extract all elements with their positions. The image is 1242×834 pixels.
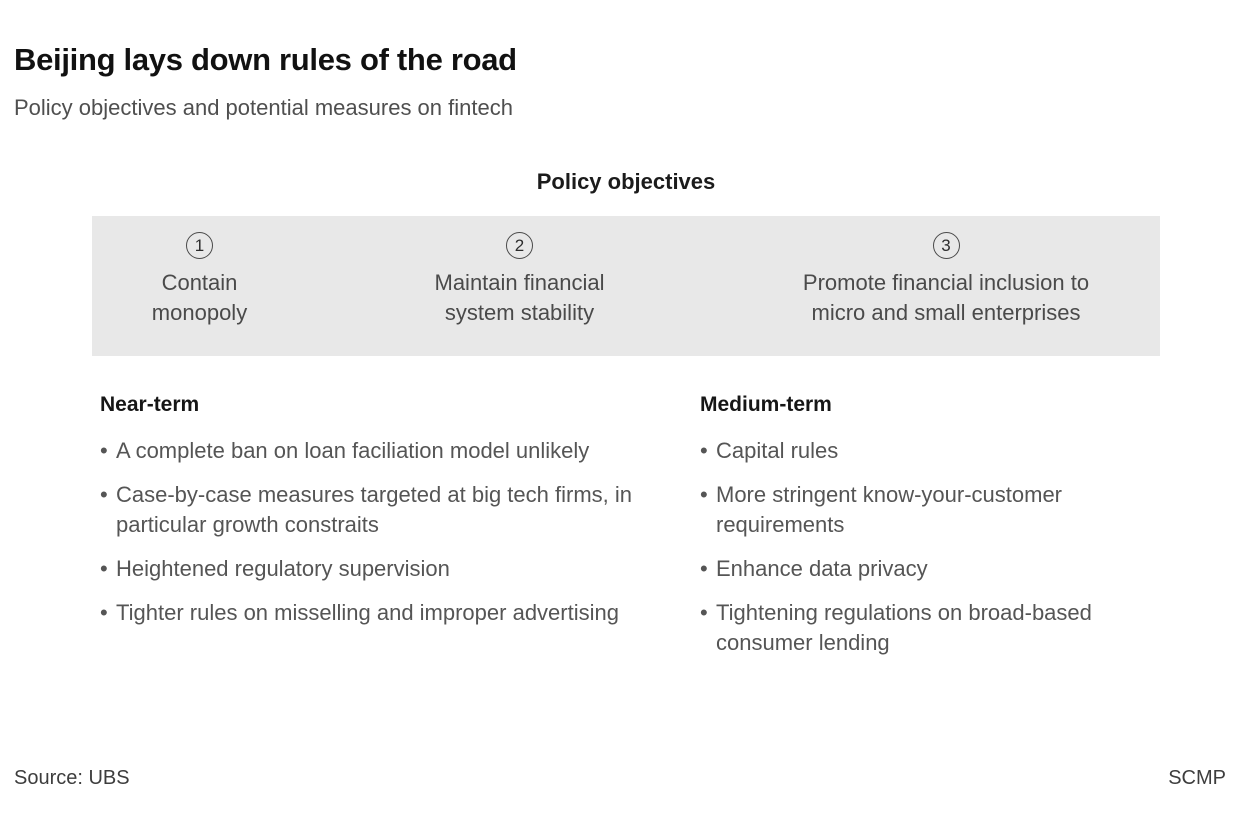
list-item-text: Case-by-case measures targeted at big te…: [116, 482, 633, 537]
list-item-text: Capital rules: [716, 438, 839, 463]
list-item-text: Tightening regulations on broad-based co…: [716, 600, 1092, 655]
list-item: • Capital rules: [700, 436, 1170, 466]
source-label: Source: UBS: [14, 767, 130, 789]
bullet-icon: •: [100, 600, 108, 625]
bullet-icon: •: [100, 438, 108, 463]
policy-objective-2-label: Maintain financial system stability: [307, 268, 732, 328]
objective-line: monopoly: [151, 300, 248, 325]
list-item: • Case-by-case measures targeted at big …: [100, 480, 660, 540]
bullet-icon: •: [700, 482, 708, 507]
page-subtitle: Policy objectives and potential measures…: [14, 95, 513, 120]
list-item: • Enhance data privacy: [700, 554, 1170, 584]
list-item-text: Tighter rules on misselling and improper…: [116, 600, 619, 625]
circled-number-icon: 3: [932, 232, 960, 259]
near-term-list: • A complete ban on loan faciliation mod…: [100, 436, 660, 628]
objective-line: micro and small enterprises: [811, 300, 1081, 325]
policy-objectives-band: 1 Contain monopoly 2 Maintain financial …: [92, 216, 1160, 356]
objective-line: system stability: [444, 300, 595, 325]
objective-line: Promote financial inclusion to: [802, 270, 1090, 295]
page-title: Beijing lays down rules of the road: [14, 42, 517, 77]
list-item-text: Heightened regulatory supervision: [116, 556, 450, 581]
list-item: • Tightening regulations on broad-based …: [700, 598, 1170, 658]
bullet-icon: •: [700, 600, 708, 625]
medium-term-column: Medium-term • Capital rules • More strin…: [700, 392, 1170, 672]
policy-objective-3: 3 Promote financial inclusion to micro a…: [732, 216, 1160, 328]
bullet-icon: •: [100, 482, 108, 507]
policy-objective-1-label: Contain monopoly: [92, 268, 307, 328]
list-item-text: Enhance data privacy: [716, 556, 928, 581]
list-item: • A complete ban on loan faciliation mod…: [100, 436, 660, 466]
list-item: • Tighter rules on misselling and improp…: [100, 598, 660, 628]
bullet-icon: •: [700, 556, 708, 581]
policy-objective-1: 1 Contain monopoly: [92, 216, 307, 328]
list-item-text: More stringent know-your-customer requir…: [716, 482, 1063, 537]
bullet-icon: •: [100, 556, 108, 581]
list-item: • More stringent know-your-customer requ…: [700, 480, 1170, 540]
circled-number-icon: 1: [186, 232, 213, 259]
list-item: • Heightened regulatory supervision: [100, 554, 660, 584]
policy-objective-2: 2 Maintain financial system stability: [307, 216, 732, 328]
objective-line: Maintain financial: [434, 270, 605, 295]
publisher-credit: SCMP: [1168, 767, 1226, 789]
objective-line: Contain: [161, 270, 238, 295]
policy-objective-3-label: Promote financial inclusion to micro and…: [732, 268, 1160, 328]
near-term-column: Near-term • A complete ban on loan facil…: [100, 392, 660, 642]
medium-term-heading: Medium-term: [700, 393, 832, 416]
near-term-heading: Near-term: [100, 393, 200, 416]
medium-term-list: • Capital rules • More stringent know-yo…: [700, 436, 1170, 658]
policy-objectives-heading: Policy objectives: [536, 169, 716, 194]
circled-number-icon: 2: [506, 232, 533, 259]
bullet-icon: •: [700, 438, 708, 463]
list-item-text: A complete ban on loan faciliation model…: [116, 438, 590, 463]
